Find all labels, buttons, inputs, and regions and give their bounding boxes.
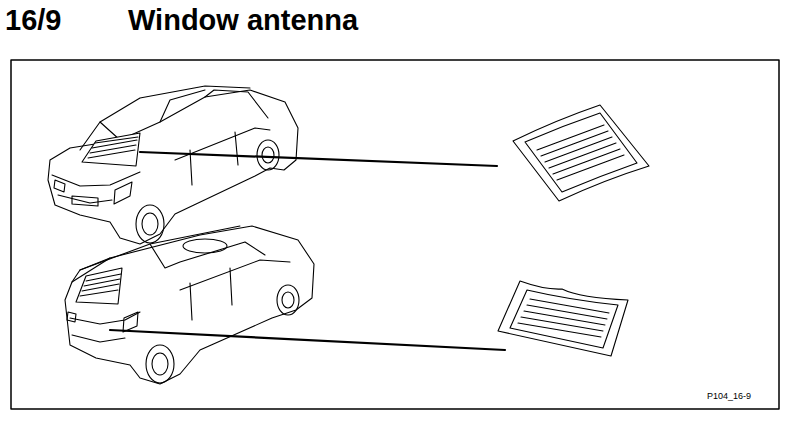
- frame: [11, 60, 779, 409]
- figure-code: P104_16-9: [706, 392, 752, 401]
- rear-window-antenna: [513, 105, 649, 201]
- wagon-drawing: [65, 226, 314, 384]
- section-number: 16/9: [5, 6, 61, 35]
- leader-line: [110, 330, 505, 350]
- sedan-drawing: [48, 86, 298, 244]
- page-title: Window antenna: [128, 6, 358, 35]
- rear-window-antenna: [498, 281, 628, 356]
- leader-line: [140, 152, 497, 166]
